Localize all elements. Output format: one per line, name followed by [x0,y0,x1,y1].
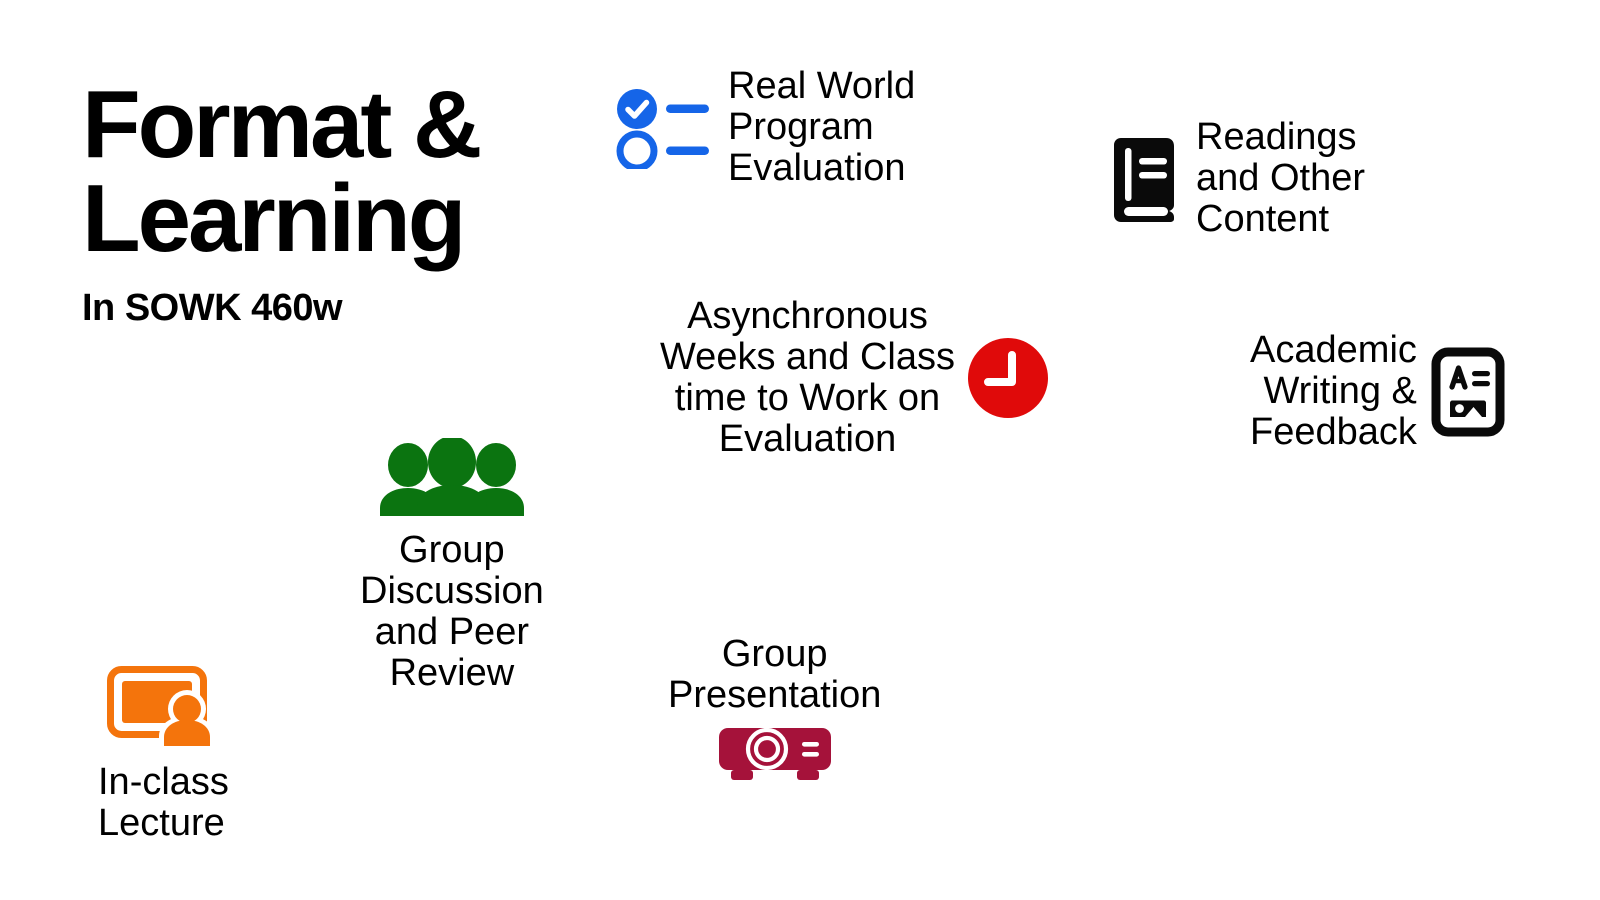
whiteboard-presenter-icon [107,666,219,746]
item-group-discussion-peer-review[interactable]: Group Discussion and Peer Review [360,436,544,695]
item-readings-label: Readings and Other Content [1196,116,1365,241]
page-title: Format & Learning [82,71,482,273]
projector-icon [717,724,833,782]
group-people-icon [378,436,526,516]
page-subtitle: In SOWK 460w [82,287,343,330]
item-real-world-program-evaluation[interactable]: Real World Program Evaluation [614,65,916,190]
item-group-discussion-label: Group Discussion and Peer Review [360,529,544,695]
item-asynchronous-weeks[interactable]: Asynchronous Weeks and Class time to Wor… [660,295,1049,461]
item-async-label: Asynchronous Weeks and Class time to Wor… [660,295,955,461]
document-image-icon [1431,347,1505,437]
item-group-presentation-label: Group Presentation [668,633,882,717]
item-academic-label: Academic Writing & Feedback [1250,329,1417,454]
item-readings-and-other-content[interactable]: Readings and Other Content [1108,116,1365,241]
item-group-presentation[interactable]: Group Presentation [668,633,882,782]
book-icon [1108,135,1178,223]
item-real-world-label: Real World Program Evaluation [728,65,916,190]
item-in-class-label: In-class Lecture [98,761,229,845]
checklist-icon [614,87,710,172]
title-block: Format & Learning In SOWK 460w [82,71,602,330]
clock-icon [967,337,1049,419]
item-academic-writing-feedback[interactable]: Academic Writing & Feedback [1250,329,1505,454]
item-in-class-lecture[interactable]: In-class Lecture [98,666,229,844]
